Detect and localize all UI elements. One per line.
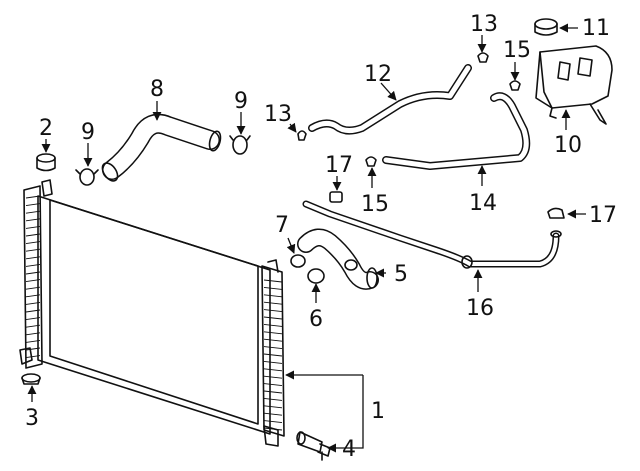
callout-10: 10 (554, 133, 582, 158)
left-tank-rib (25, 256, 41, 260)
left-tank-rib (25, 339, 41, 343)
left-tank-rib (25, 301, 41, 305)
left-tank-rib (25, 210, 41, 214)
radiator-fins (25, 195, 283, 431)
callout-9-left: 9 (81, 120, 95, 145)
callout-8: 8 (150, 77, 164, 102)
clip-13-left (297, 130, 307, 141)
right-tank-rib (263, 353, 283, 357)
left-tank-rib (25, 195, 41, 199)
left-tank-rib (25, 218, 41, 222)
right-tank-rib (263, 309, 283, 313)
left-tank-rib (25, 324, 41, 328)
hose-clamp-7 (290, 254, 306, 268)
left-tank-rib (25, 241, 41, 245)
callout-16: 16 (466, 296, 494, 321)
left-tank-rib (25, 294, 41, 298)
callout-labels: 1 2 3 4 5 6 7 8 9 9 10 11 12 13 13 14 15… (25, 12, 617, 462)
drain-valve-4 (296, 431, 331, 461)
right-tank-rib (263, 338, 283, 342)
right-tank-rib (263, 316, 283, 320)
right-tank-rib (263, 331, 283, 335)
right-tank-rib (263, 323, 283, 327)
callout-13-left: 13 (264, 102, 292, 127)
callout-4: 4 (342, 437, 356, 462)
right-tank-rib (263, 397, 283, 401)
callout-13-right: 13 (470, 12, 498, 37)
clip-13-right (477, 52, 489, 63)
clip-17-left (329, 191, 343, 203)
overflow-hose-12 (308, 64, 472, 135)
callout-15-right: 15 (503, 38, 531, 63)
left-tank-rib (25, 271, 41, 275)
left-tank-rib (25, 225, 41, 229)
callout-2: 2 (39, 116, 53, 141)
upper-hose-8 (101, 113, 222, 182)
callout-14: 14 (469, 191, 497, 216)
right-tank-rib (263, 286, 283, 290)
callout-15-left: 15 (361, 192, 389, 217)
pressure-cap-11 (534, 18, 558, 36)
right-tank-rib (263, 405, 283, 409)
surge-tank-10 (535, 45, 613, 125)
right-tank-rib (263, 390, 283, 394)
hose-clamp-9-right (229, 135, 251, 155)
left-tank-rib (25, 248, 41, 252)
callout-17-left: 17 (325, 153, 353, 178)
left-tank-rib (25, 317, 41, 321)
left-tank-rib (25, 263, 41, 267)
left-tank-rib (25, 355, 41, 359)
right-tank-rib (263, 420, 283, 424)
right-tank-rib (263, 383, 283, 387)
callout-9-right: 9 (234, 89, 248, 114)
upper-isolator-2 (36, 153, 56, 172)
callout-11: 11 (582, 16, 610, 41)
lower-isolator-3 (21, 373, 41, 385)
hose-clamp-6 (307, 268, 325, 284)
callout-12: 12 (364, 62, 392, 87)
right-tank-rib (263, 375, 283, 379)
right-tank-rib (263, 301, 283, 305)
right-tank-rib (263, 279, 283, 283)
leader-lines (27, 23, 586, 453)
left-tank-rib (25, 309, 41, 313)
left-tank-rib (25, 286, 41, 290)
right-tank-rib (263, 368, 283, 372)
left-tank-rib (25, 233, 41, 237)
callout-3: 3 (25, 406, 39, 431)
callout-5: 5 (394, 262, 408, 287)
right-tank-rib (263, 427, 283, 431)
hose-clamp-9-left (75, 168, 99, 186)
left-tank-rib (25, 279, 41, 283)
radiator (19, 179, 285, 447)
right-tank-rib (263, 360, 283, 364)
surge-tank-hose-14 (382, 92, 531, 170)
lower-hose-5 (297, 228, 379, 290)
callout-1: 1 (371, 399, 385, 424)
clip-15-left (365, 156, 377, 167)
bypass-pipe-16 (302, 200, 562, 269)
right-tank-rib (263, 412, 283, 416)
right-tank-rib (263, 346, 283, 350)
left-tank-rib (25, 203, 41, 207)
clip-17-right (547, 207, 565, 219)
callout-6: 6 (309, 307, 323, 332)
clip-15-right (509, 80, 521, 91)
left-tank-rib (25, 347, 41, 351)
left-tank-rib (25, 332, 41, 336)
right-tank-rib (263, 294, 283, 298)
callout-7: 7 (275, 213, 289, 238)
callout-17-right: 17 (589, 203, 617, 228)
